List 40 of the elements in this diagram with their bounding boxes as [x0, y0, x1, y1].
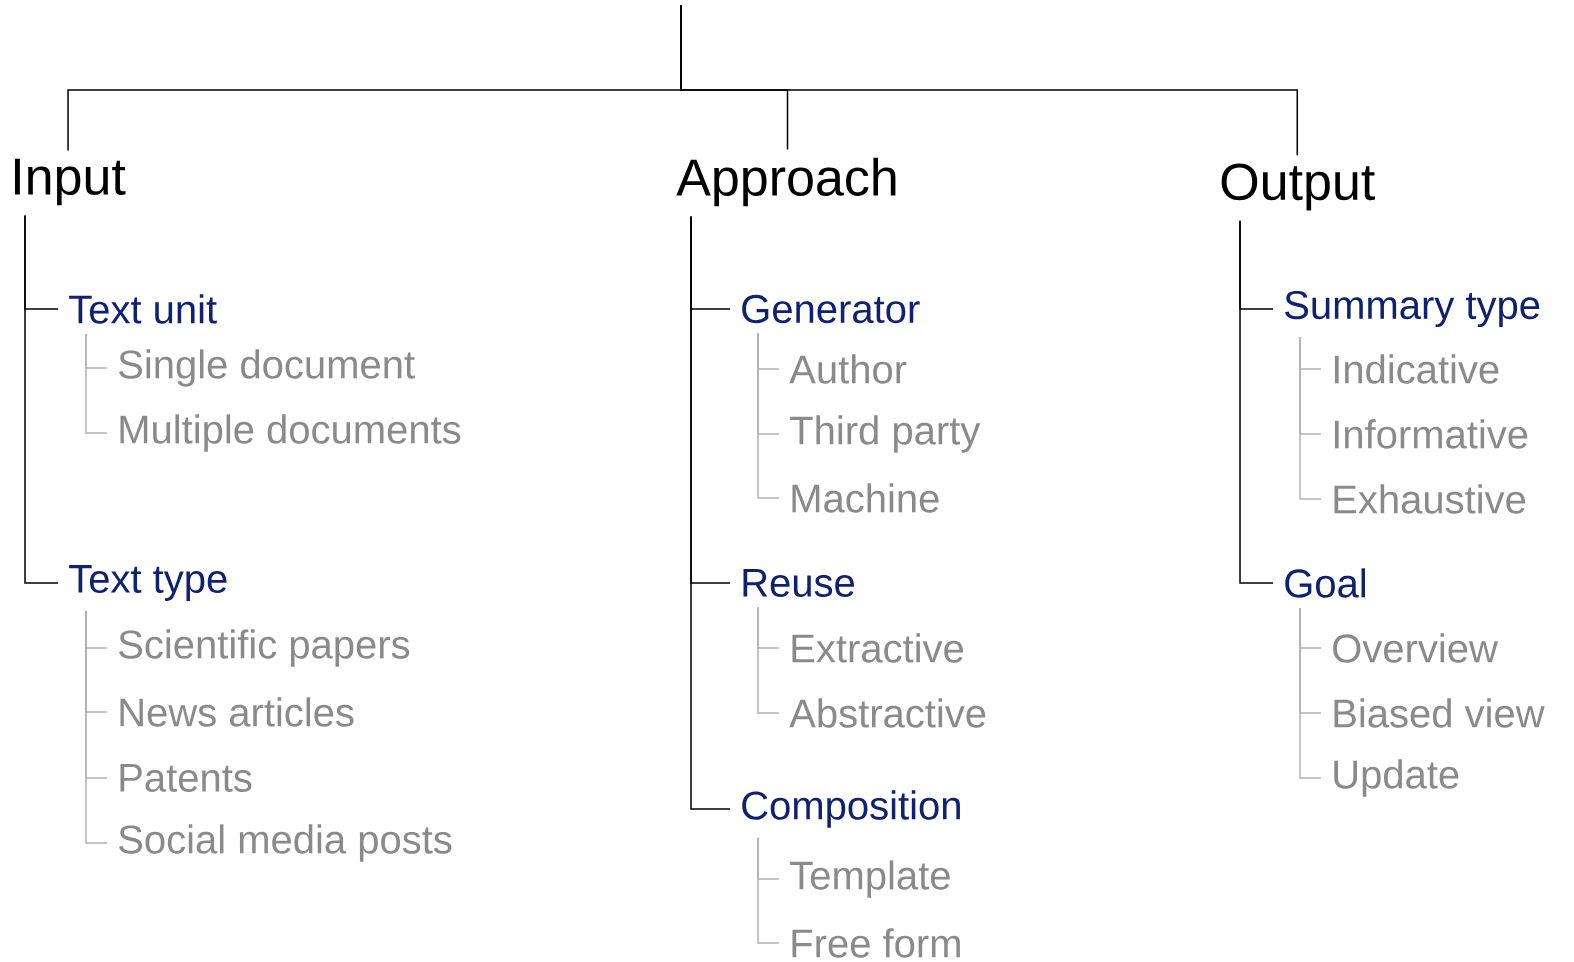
category-text: Text type: [69, 565, 227, 601]
category-text: Generator: [742, 294, 920, 324]
item-text: Template: [790, 860, 950, 898]
heading-text: Approach: [676, 157, 896, 207]
tree-line: [757, 606, 780, 714]
item-text: Overview: [1333, 633, 1498, 663]
category-text: Text unit: [69, 294, 217, 324]
item-text: Author: [789, 354, 907, 384]
item-text: Update: [1334, 759, 1459, 797]
item-text: Social media posts: [119, 824, 452, 862]
tree-line: [690, 215, 731, 810]
item-text: Extractive: [792, 633, 964, 663]
tree-line: [757, 332, 780, 499]
category-text: Goal: [1285, 568, 1365, 598]
tree-line: [24, 214, 59, 584]
category-text: Reuse: [743, 569, 855, 597]
category-text: Composition: [742, 790, 960, 828]
item-text: Exhaustive: [1334, 484, 1526, 514]
item-text: Multiple documents: [120, 414, 461, 452]
heading-text: Output: [1221, 163, 1375, 211]
item-text: Abstractive: [789, 698, 986, 728]
item-text: Indicative: [1334, 354, 1499, 384]
tree-line: [757, 837, 780, 944]
item-text: Patents: [120, 764, 252, 792]
tree-line: [1299, 607, 1322, 779]
tree-line: [680, 4, 1298, 156]
item-text: Scientific papers: [119, 629, 410, 667]
tree-line: [85, 610, 108, 844]
item-text: Machine: [792, 483, 939, 513]
category-text: Summary type: [1285, 290, 1540, 328]
item-text: Single document: [119, 349, 415, 387]
item-text: News articles: [120, 697, 354, 727]
tree-line: [85, 333, 108, 434]
item-text: Informative: [1334, 419, 1528, 449]
heading-text: Input: [15, 158, 126, 206]
tree-line: [1299, 336, 1322, 500]
item-text: Free form: [792, 928, 960, 958]
item-text: Third party: [790, 415, 981, 453]
tree-line: [1239, 220, 1274, 584]
item-text: Biased view: [1334, 698, 1545, 728]
